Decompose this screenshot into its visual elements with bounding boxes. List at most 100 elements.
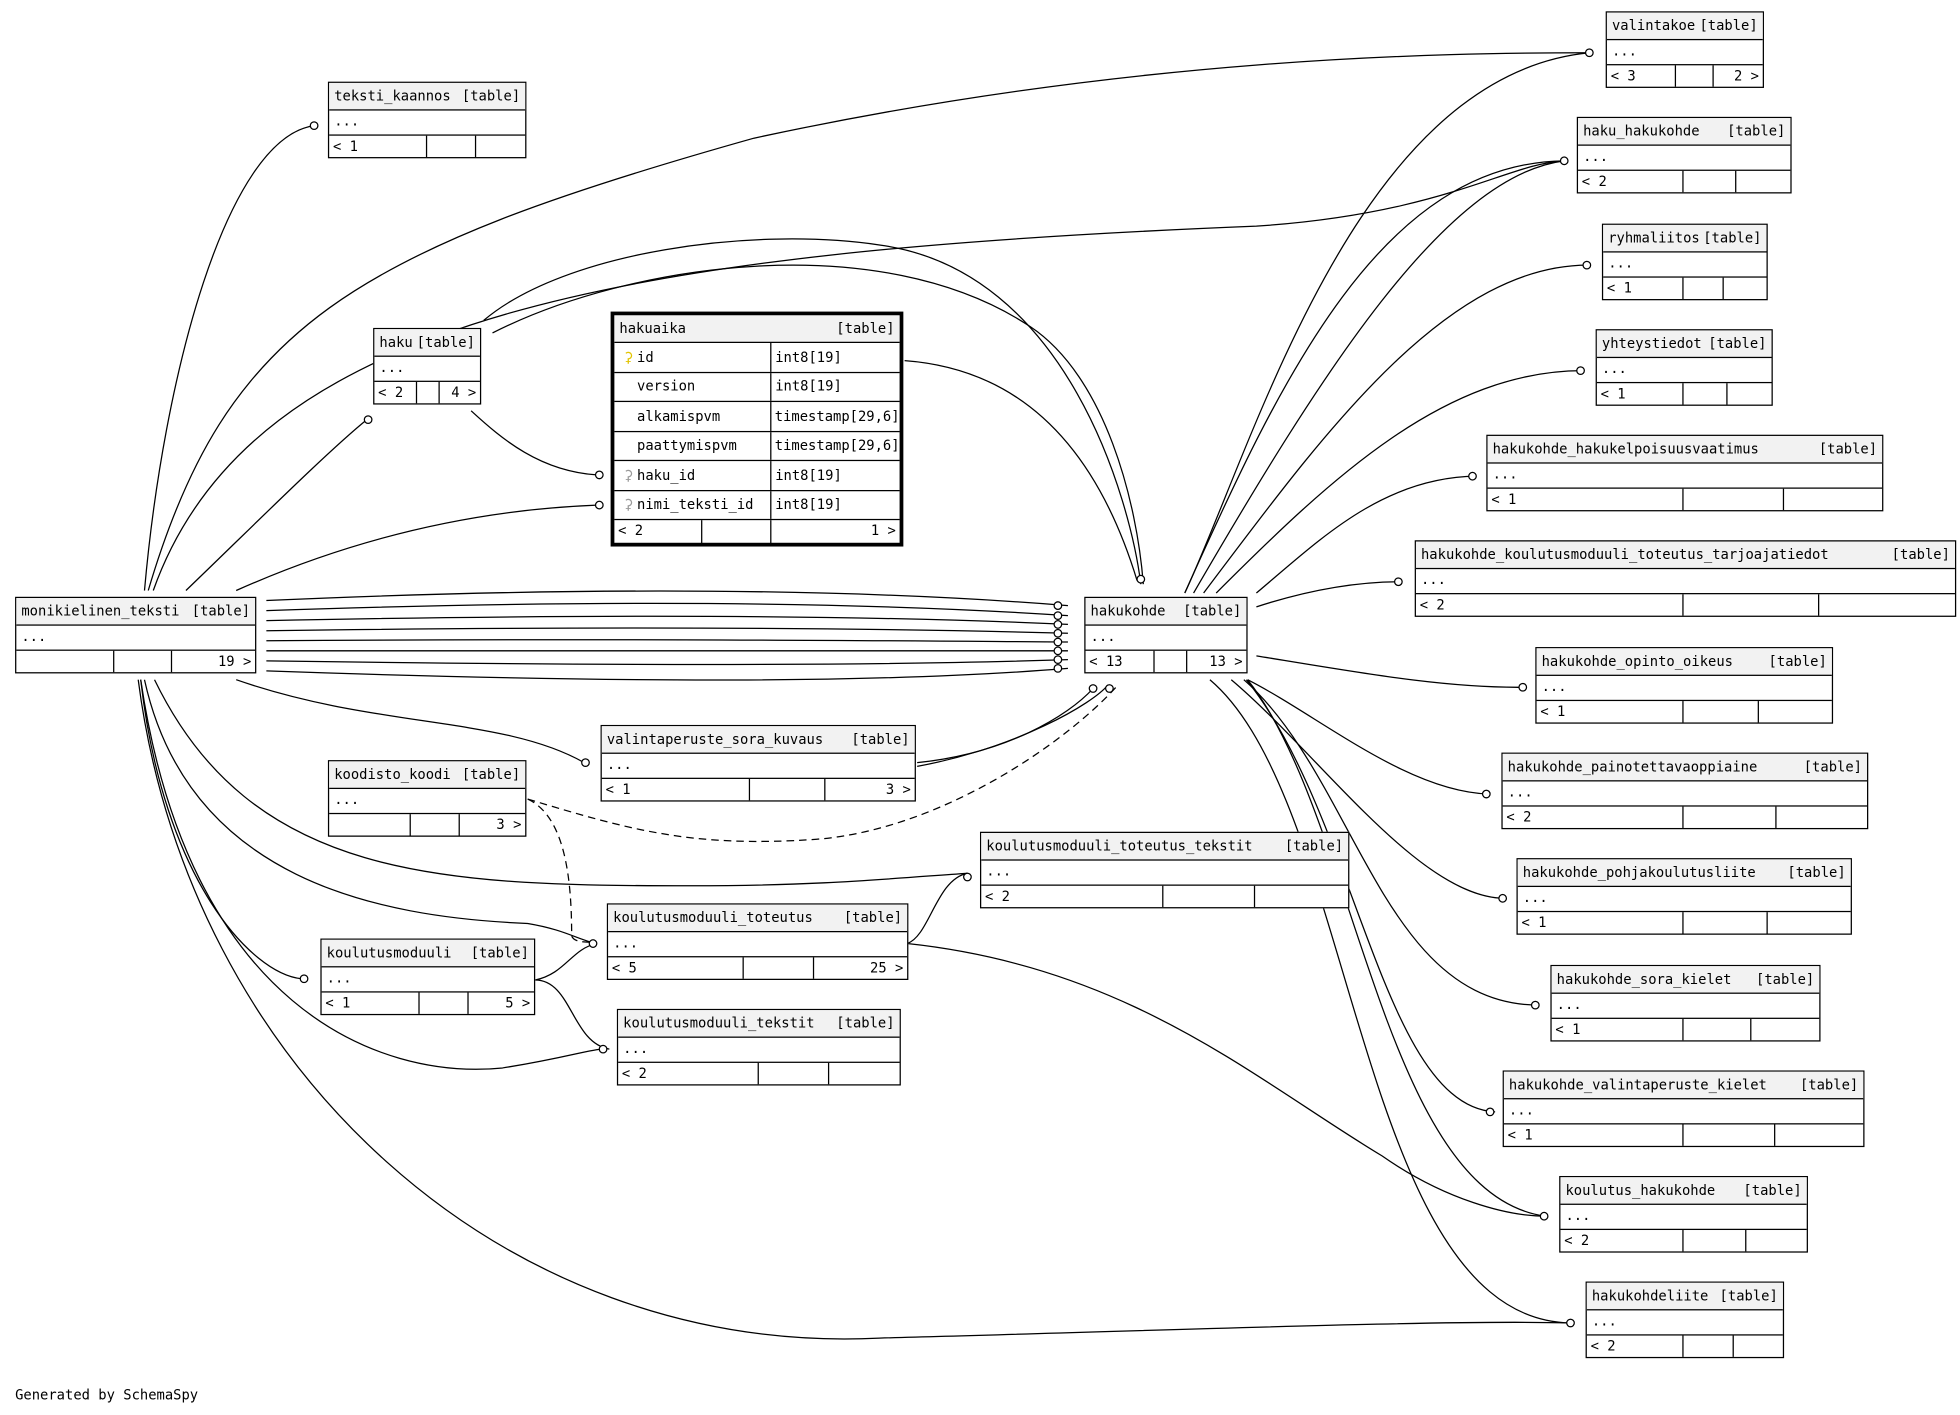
table-hakukohde-pohjakoulutusliite[interactable]: hakukohde_pohjakoulutusliite[table] ... … xyxy=(1516,858,1852,935)
child-count[interactable]: 25 > xyxy=(870,959,904,977)
table-hakukohde-painotettavaoppiaine[interactable]: hakukohde_painotettavaoppiaine[table] ..… xyxy=(1501,752,1869,830)
parent-count[interactable]: < 3 xyxy=(1607,65,1677,87)
column-type: int8[19] xyxy=(775,496,842,513)
parent-count[interactable]: < 1 xyxy=(1552,1018,1684,1041)
parent-count[interactable]: < 1 xyxy=(1603,277,1684,300)
table-hakukohdeliite[interactable]: hakukohdeliite[table] ... < 2 xyxy=(1585,1281,1785,1359)
child-count[interactable]: 19 > xyxy=(217,653,252,670)
column-ellipsis: ... xyxy=(1085,626,1247,651)
parent-count[interactable]: < 1 xyxy=(1518,912,1684,934)
child-count[interactable] xyxy=(1734,1336,1783,1357)
child-count[interactable]: 13 > xyxy=(1209,653,1243,670)
table-hakukohde-hakukelpoisuusvaatimus[interactable]: hakukohde_hakukelpoisuusvaatimus[table] … xyxy=(1486,434,1884,512)
table-hakukohde-sora-kielet[interactable]: hakukohde_sora_kielet[table] ... < 1 xyxy=(1550,964,1821,1042)
relationship-marker xyxy=(1053,611,1063,621)
parent-count[interactable] xyxy=(329,814,411,836)
column-ellipsis: ... xyxy=(608,932,908,958)
child-count[interactable]: 2 > xyxy=(1733,67,1759,85)
parent-count[interactable]: < 1 xyxy=(1488,488,1684,511)
child-count[interactable] xyxy=(1819,594,1955,615)
table-koulutusmoduuli-tekstit[interactable]: koulutusmoduuli_tekstit[table] ... < 2 xyxy=(616,1008,901,1086)
relationship-line xyxy=(470,410,597,476)
relationship-line xyxy=(266,650,1068,654)
child-count[interactable]: 1 > xyxy=(870,522,896,539)
relationship-line xyxy=(266,658,1068,666)
parent-count[interactable]: < 1 xyxy=(602,778,751,801)
table-hakukohde-koulutusmoduuli-toteutus-tarjoajatiedot[interactable]: hakukohde_koulutusmoduuli_toteutus_tarjo… xyxy=(1414,540,1957,617)
table-type: [table] xyxy=(461,766,521,783)
table-footer: < 13 13 > xyxy=(1086,650,1247,673)
table-hakuaika[interactable]: hakuaika [table] ⚳id int8[19] version in… xyxy=(610,311,904,547)
parent-count[interactable]: < 13 xyxy=(1086,650,1155,673)
parent-count[interactable]: < 1 xyxy=(1537,701,1684,723)
table-name: koulutusmoduuli_toteutus xyxy=(613,909,813,926)
table-koulutusmoduuli-toteutus-tekstit[interactable]: koulutusmoduuli_toteutus_tekstit[table] … xyxy=(979,831,1350,909)
column-row[interactable]: ⚳nimi_teksti_id int8[19] xyxy=(614,490,900,521)
table-koulutusmoduuli-toteutus[interactable]: koulutusmoduuli_toteutus[table] ... < 5 2… xyxy=(606,903,909,980)
table-header: monikielinen_teksti[table] xyxy=(16,598,256,626)
table-valintaperuste-sora-kuvaus[interactable]: valintaperuste_sora_kuvaus[table] ... < … xyxy=(600,724,916,802)
parent-count[interactable]: < 2 xyxy=(1560,1230,1684,1252)
table-koulutus-hakukohde[interactable]: koulutus_hakukohde[table] ... < 2 xyxy=(1559,1175,1808,1253)
column-row[interactable]: ⚳id int8[19] xyxy=(614,342,900,373)
parent-count[interactable]: < 2 xyxy=(1587,1335,1684,1357)
column-row[interactable]: paattymispvm timestamp[29,6] xyxy=(614,431,900,462)
parent-count[interactable]: < 1 xyxy=(329,135,428,158)
child-count[interactable]: 4 > xyxy=(451,384,477,401)
column-type: int8[19] xyxy=(775,467,842,484)
table-monikielinen-teksti[interactable]: monikielinen_teksti[table] ... 19 > xyxy=(15,596,257,674)
table-header: koulutusmoduuli[table] xyxy=(321,939,534,968)
parent-count[interactable]: < 2 xyxy=(1416,594,1684,616)
parent-count[interactable]: < 2 xyxy=(1578,170,1684,193)
child-count[interactable] xyxy=(1775,1124,1863,1145)
child-count[interactable] xyxy=(1255,886,1348,907)
parent-count[interactable]: < 2 xyxy=(614,520,703,546)
child-count[interactable] xyxy=(476,136,525,157)
parent-count[interactable]: < 1 xyxy=(1504,1124,1684,1146)
child-count[interactable] xyxy=(1728,383,1772,404)
relationship-marker xyxy=(363,415,373,425)
relationship-marker xyxy=(1053,664,1063,673)
table-footer: < 1 xyxy=(1504,1124,1863,1146)
table-type: [table] xyxy=(1183,603,1242,620)
child-count[interactable]: 3 > xyxy=(885,781,911,798)
table-ryhmaliitos[interactable]: ryhmaliitos[table] ... < 1 xyxy=(1601,223,1768,301)
child-count[interactable] xyxy=(1777,807,1867,828)
relationship-marker xyxy=(1566,1318,1575,1328)
child-count[interactable] xyxy=(1724,278,1767,299)
table-type: [table] xyxy=(1755,971,1815,988)
child-count[interactable] xyxy=(829,1063,899,1084)
table-footer: < 3 2 > xyxy=(1607,65,1763,87)
parent-count[interactable]: < 2 xyxy=(618,1062,759,1085)
parent-count[interactable]: < 2 xyxy=(1503,806,1684,828)
parent-count[interactable]: < 2 xyxy=(374,381,418,404)
child-count[interactable] xyxy=(1759,701,1832,722)
table-hakukohde-opinto-oikeus[interactable]: hakukohde_opinto_oikeus[table] ... < 1 xyxy=(1535,647,1834,724)
column-row[interactable]: ⚳haku_id int8[19] xyxy=(614,461,900,491)
child-count[interactable] xyxy=(1751,1019,1819,1040)
parent-count[interactable]: < 1 xyxy=(1597,383,1684,405)
table-teksti-kaannos[interactable]: teksti_kaannos[table] ... < 1 xyxy=(327,81,527,159)
child-count[interactable] xyxy=(1736,171,1790,192)
table-hakukohde-valintaperuste-kielet[interactable]: hakukohde_valintaperuste_kielet[table] .… xyxy=(1502,1070,1865,1148)
table-haku-hakukohde[interactable]: haku_hakukohde[table] ... < 2 xyxy=(1576,116,1792,194)
child-count[interactable] xyxy=(1784,489,1882,510)
parent-count[interactable]: < 5 xyxy=(608,957,744,979)
table-yhteystiedot[interactable]: yhteystiedot[table] ... < 1 xyxy=(1595,329,1773,406)
child-count[interactable] xyxy=(1768,912,1851,933)
child-count[interactable] xyxy=(1746,1230,1806,1251)
column-row[interactable]: version int8[19] xyxy=(614,372,900,403)
table-name: hakukohde_hakukelpoisuusvaatimus xyxy=(1492,440,1759,458)
child-count[interactable]: 5 > xyxy=(505,995,531,1012)
parent-count[interactable] xyxy=(16,650,115,673)
table-header: koulutusmoduuli_toteutus[table] xyxy=(608,904,908,933)
child-count[interactable]: 3 > xyxy=(496,816,522,833)
parent-count[interactable]: < 2 xyxy=(981,885,1164,908)
parent-count[interactable]: < 1 xyxy=(322,992,420,1014)
table-koodisto-koodi[interactable]: koodisto_koodi[table] ... 3 > xyxy=(327,760,527,837)
column-row[interactable]: alkamispvm timestamp[29,6] xyxy=(614,402,900,432)
